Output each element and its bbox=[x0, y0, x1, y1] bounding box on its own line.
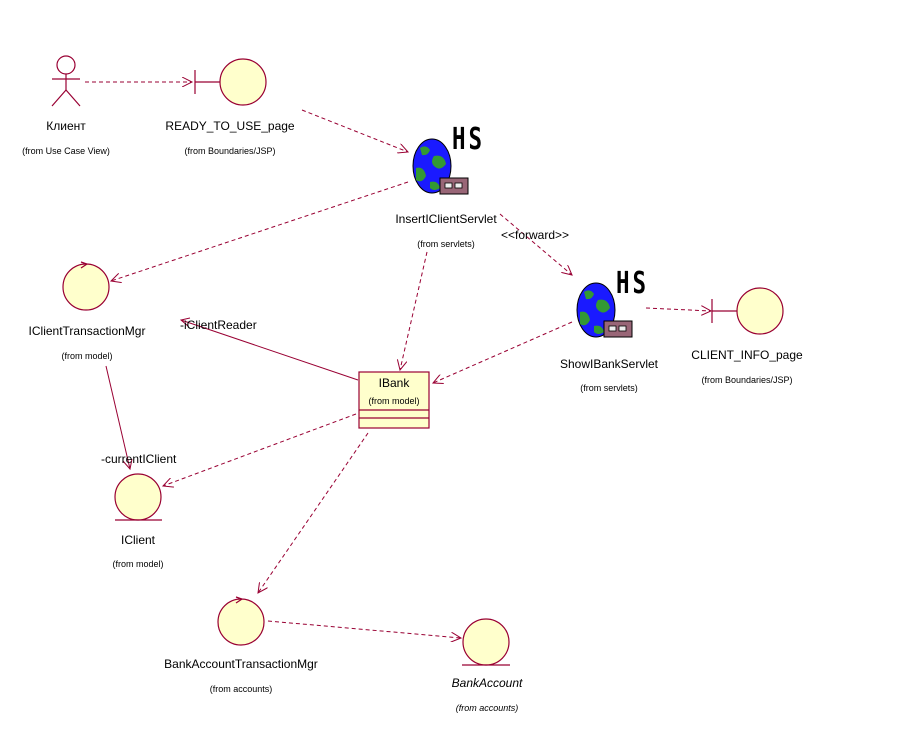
edge-insert-ibank bbox=[400, 251, 428, 370]
bank-account-from: (from accounts) bbox=[455, 703, 519, 713]
entity-bank-account[interactable] bbox=[462, 618, 510, 666]
show-servlet-from: (from servlets) bbox=[580, 383, 638, 393]
transaction-mgr-name: IClientTransactionMgr bbox=[28, 324, 146, 338]
insert-servlet-name: InsertIClientServlet bbox=[395, 212, 497, 226]
ready-page-name: READY_TO_USE_page bbox=[165, 119, 295, 133]
ibank-name: IBank bbox=[378, 376, 410, 390]
assoc-txmgr-iclient bbox=[105, 365, 131, 470]
ibank-from: (from model) bbox=[368, 396, 420, 406]
edge-show-ibank bbox=[433, 321, 573, 383]
current-client-role: -currentIClient bbox=[101, 452, 177, 466]
actor-name: Клиент bbox=[46, 119, 86, 133]
assoc-ibank-txmgr bbox=[180, 319, 359, 381]
control-bank-account-transaction-mgr[interactable] bbox=[217, 596, 265, 646]
show-servlet-name: ShowIBankServlet bbox=[559, 357, 659, 371]
client-info-page-name: CLIENT_INFO_page bbox=[691, 348, 803, 362]
assoc-ibank-txmgr-arrow bbox=[179, 317, 191, 327]
show-servlet-badge: HS bbox=[616, 266, 650, 301]
assoc-txmgr-iclient-arrow bbox=[122, 458, 133, 471]
forward-stereotype: <<forward>> bbox=[501, 228, 570, 242]
bank-account-name: BankAccount bbox=[451, 676, 523, 690]
iclient-name: IClient bbox=[120, 533, 156, 547]
edge-ibank-banktxmgr bbox=[258, 432, 369, 593]
edge-ready-insert bbox=[301, 109, 408, 152]
bank-tx-mgr-from: (from accounts) bbox=[209, 684, 273, 694]
insert-servlet-from: (from servlets) bbox=[417, 239, 475, 249]
client-reader-role: -iClientReader bbox=[180, 318, 257, 332]
edge-insert-show bbox=[499, 213, 572, 275]
edge-banktxmgr-bankaccount bbox=[267, 620, 461, 638]
class-ibank[interactable] bbox=[358, 371, 430, 429]
boundary-client-info-page[interactable] bbox=[711, 287, 784, 335]
ready-page-from: (from Boundaries/JSP) bbox=[184, 146, 276, 156]
transaction-mgr-from: (from model) bbox=[61, 351, 113, 361]
client-info-page-from: (from Boundaries/JSP) bbox=[701, 375, 793, 385]
control-iclient-transaction-mgr[interactable] bbox=[62, 261, 110, 311]
edge-ibank-iclient bbox=[163, 413, 357, 486]
actor-from: (from Use Case View) bbox=[22, 146, 110, 156]
bank-tx-mgr-name: BankAccountTransactionMgr bbox=[164, 657, 318, 671]
entity-iclient[interactable] bbox=[114, 473, 162, 521]
insert-servlet-badge: HS bbox=[452, 122, 486, 157]
edge-show-clientinfo bbox=[645, 308, 711, 311]
edge-insert-txmgr bbox=[111, 181, 409, 281]
iclient-from: (from model) bbox=[112, 559, 164, 569]
boundary-ready-to-use-page[interactable] bbox=[194, 58, 267, 106]
actor-klient[interactable] bbox=[51, 55, 81, 107]
